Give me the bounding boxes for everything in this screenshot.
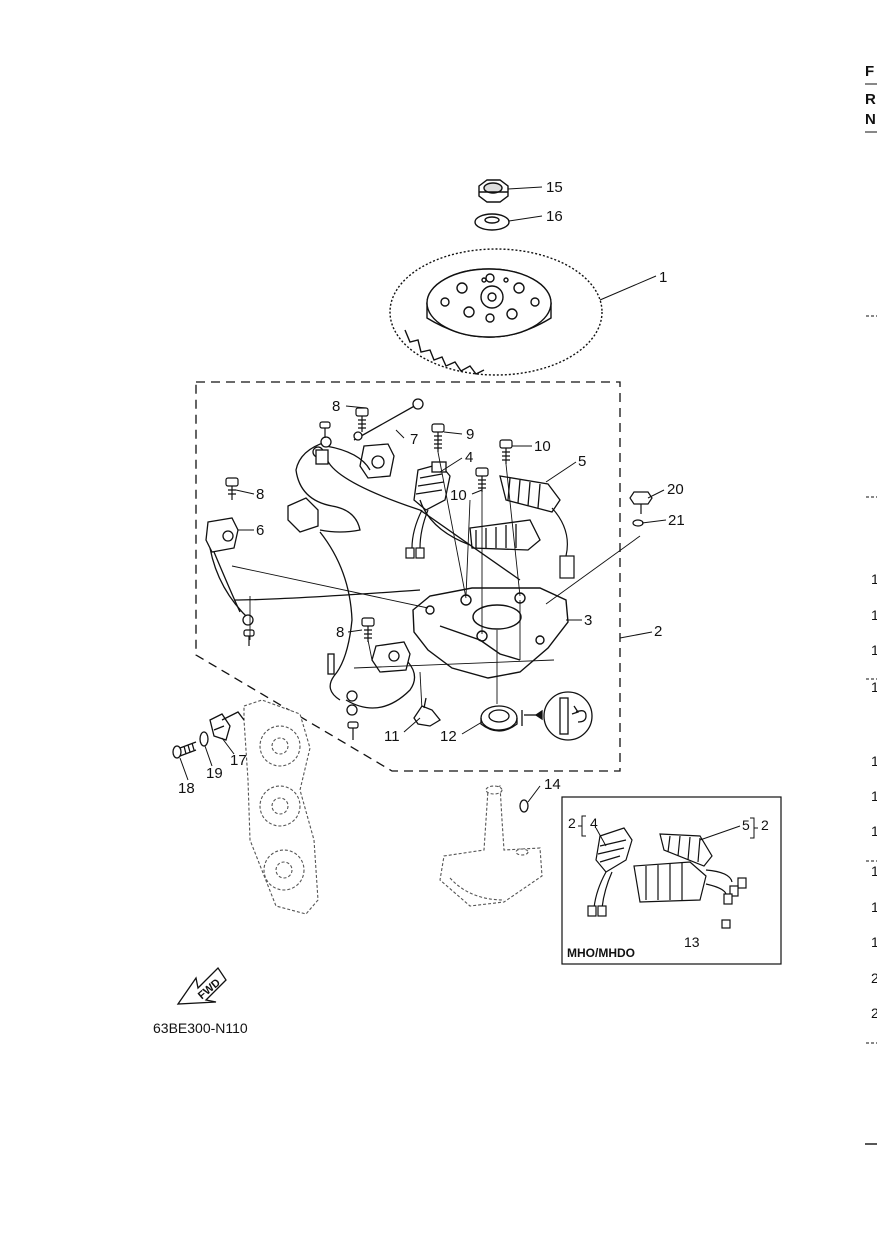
pulser-coil-lower	[327, 641, 411, 716]
callout-19: 19	[206, 765, 223, 782]
callout-13: 13	[684, 934, 700, 950]
edge-row-7: 1	[871, 823, 877, 839]
callout-16: 16	[546, 208, 563, 225]
flywheel	[389, 248, 603, 376]
inset-item-right: 5	[742, 817, 750, 833]
inset-charge-coil	[633, 833, 747, 929]
edge-row-2: 1	[871, 607, 877, 623]
callout-21: 21	[668, 512, 685, 529]
inset-group-right: 2	[761, 817, 769, 833]
edge-letter-3: N	[865, 111, 876, 128]
inset-bracket-left	[578, 815, 586, 837]
harness-connector	[287, 436, 332, 533]
edge-row-5: 1	[871, 753, 877, 769]
edge-row-6: 1	[871, 788, 877, 804]
flywheel-washer	[474, 213, 510, 231]
edge-row-12: 2	[871, 1005, 877, 1021]
inset-bracket-right	[750, 817, 758, 839]
guide-lines	[231, 451, 641, 711]
right-edge-column: F R N 1 1 1 1 1 1 1 1 1 1 2 2	[865, 63, 877, 1145]
edge-letter-1: F	[865, 63, 874, 80]
edge-row-3: 1	[871, 642, 877, 658]
wire-clamp	[413, 697, 441, 727]
crankcase-block	[243, 699, 319, 915]
callout-8-left: 8	[256, 486, 264, 503]
callout-5: 5	[578, 453, 586, 470]
callout-15: 15	[546, 179, 563, 196]
edge-letter-2: R	[865, 91, 876, 108]
callout-11: 11	[384, 728, 400, 745]
callout-10-right: 10	[534, 438, 551, 455]
callout-labels: 15 16 1 8 7 9 10 4 5 10 20 21 8 6 3 2 8 …	[178, 179, 685, 797]
callout-14: 14	[544, 776, 561, 793]
forward-direction-icon: FWD	[176, 966, 227, 1005]
edge-row-4: 1	[871, 679, 877, 695]
callout-1: 1	[659, 269, 667, 286]
coil-lead-wires	[405, 507, 575, 579]
inset-caption: MHO/MHDO	[567, 946, 635, 960]
figure-code: 63BE300-N110	[153, 1020, 248, 1036]
flywheel-nut	[478, 179, 509, 203]
edge-row-10: 1	[871, 934, 877, 950]
callout-2: 2	[654, 623, 662, 640]
crankshaft	[439, 785, 543, 907]
stator-base-plate	[412, 587, 569, 679]
callout-12: 12	[440, 728, 457, 745]
mho-mhdo-inset: 2 4 5 2 13 MHO/MHDO	[561, 796, 782, 965]
edge-row-1: 1	[871, 571, 877, 587]
inset-item-left: 4	[590, 815, 598, 831]
callout-10-middle: 10	[450, 487, 467, 504]
stator-assembly-boundary	[195, 381, 621, 772]
pulser-coil-left	[205, 517, 254, 626]
callout-7: 7	[410, 431, 418, 448]
callout-18: 18	[178, 780, 195, 797]
woodruff-key	[519, 799, 529, 813]
screws	[225, 407, 653, 740]
oil-seal-detail	[524, 691, 593, 741]
edge-row-8: 1	[871, 863, 877, 879]
callout-6: 6	[256, 522, 264, 539]
screw-18	[172, 741, 197, 759]
inset-group-left: 2	[568, 815, 576, 831]
oil-seal	[480, 705, 523, 732]
inset-lighting-coil	[587, 827, 633, 917]
leader-lines	[179, 186, 737, 939]
pulser-coil-upper	[353, 398, 424, 479]
edge-row-11: 2	[871, 970, 877, 986]
callout-8-lower: 8	[336, 624, 344, 641]
callout-17: 17	[230, 752, 247, 769]
callout-9: 9	[466, 426, 474, 443]
callout-20: 20	[667, 481, 684, 498]
cable-holder	[209, 711, 245, 741]
callout-4: 4	[465, 449, 473, 466]
callout-8-top: 8	[332, 398, 340, 415]
charge-coil	[419, 475, 561, 551]
callout-3: 3	[584, 612, 592, 629]
washer-19	[199, 731, 209, 747]
edge-row-9: 1	[871, 899, 877, 915]
